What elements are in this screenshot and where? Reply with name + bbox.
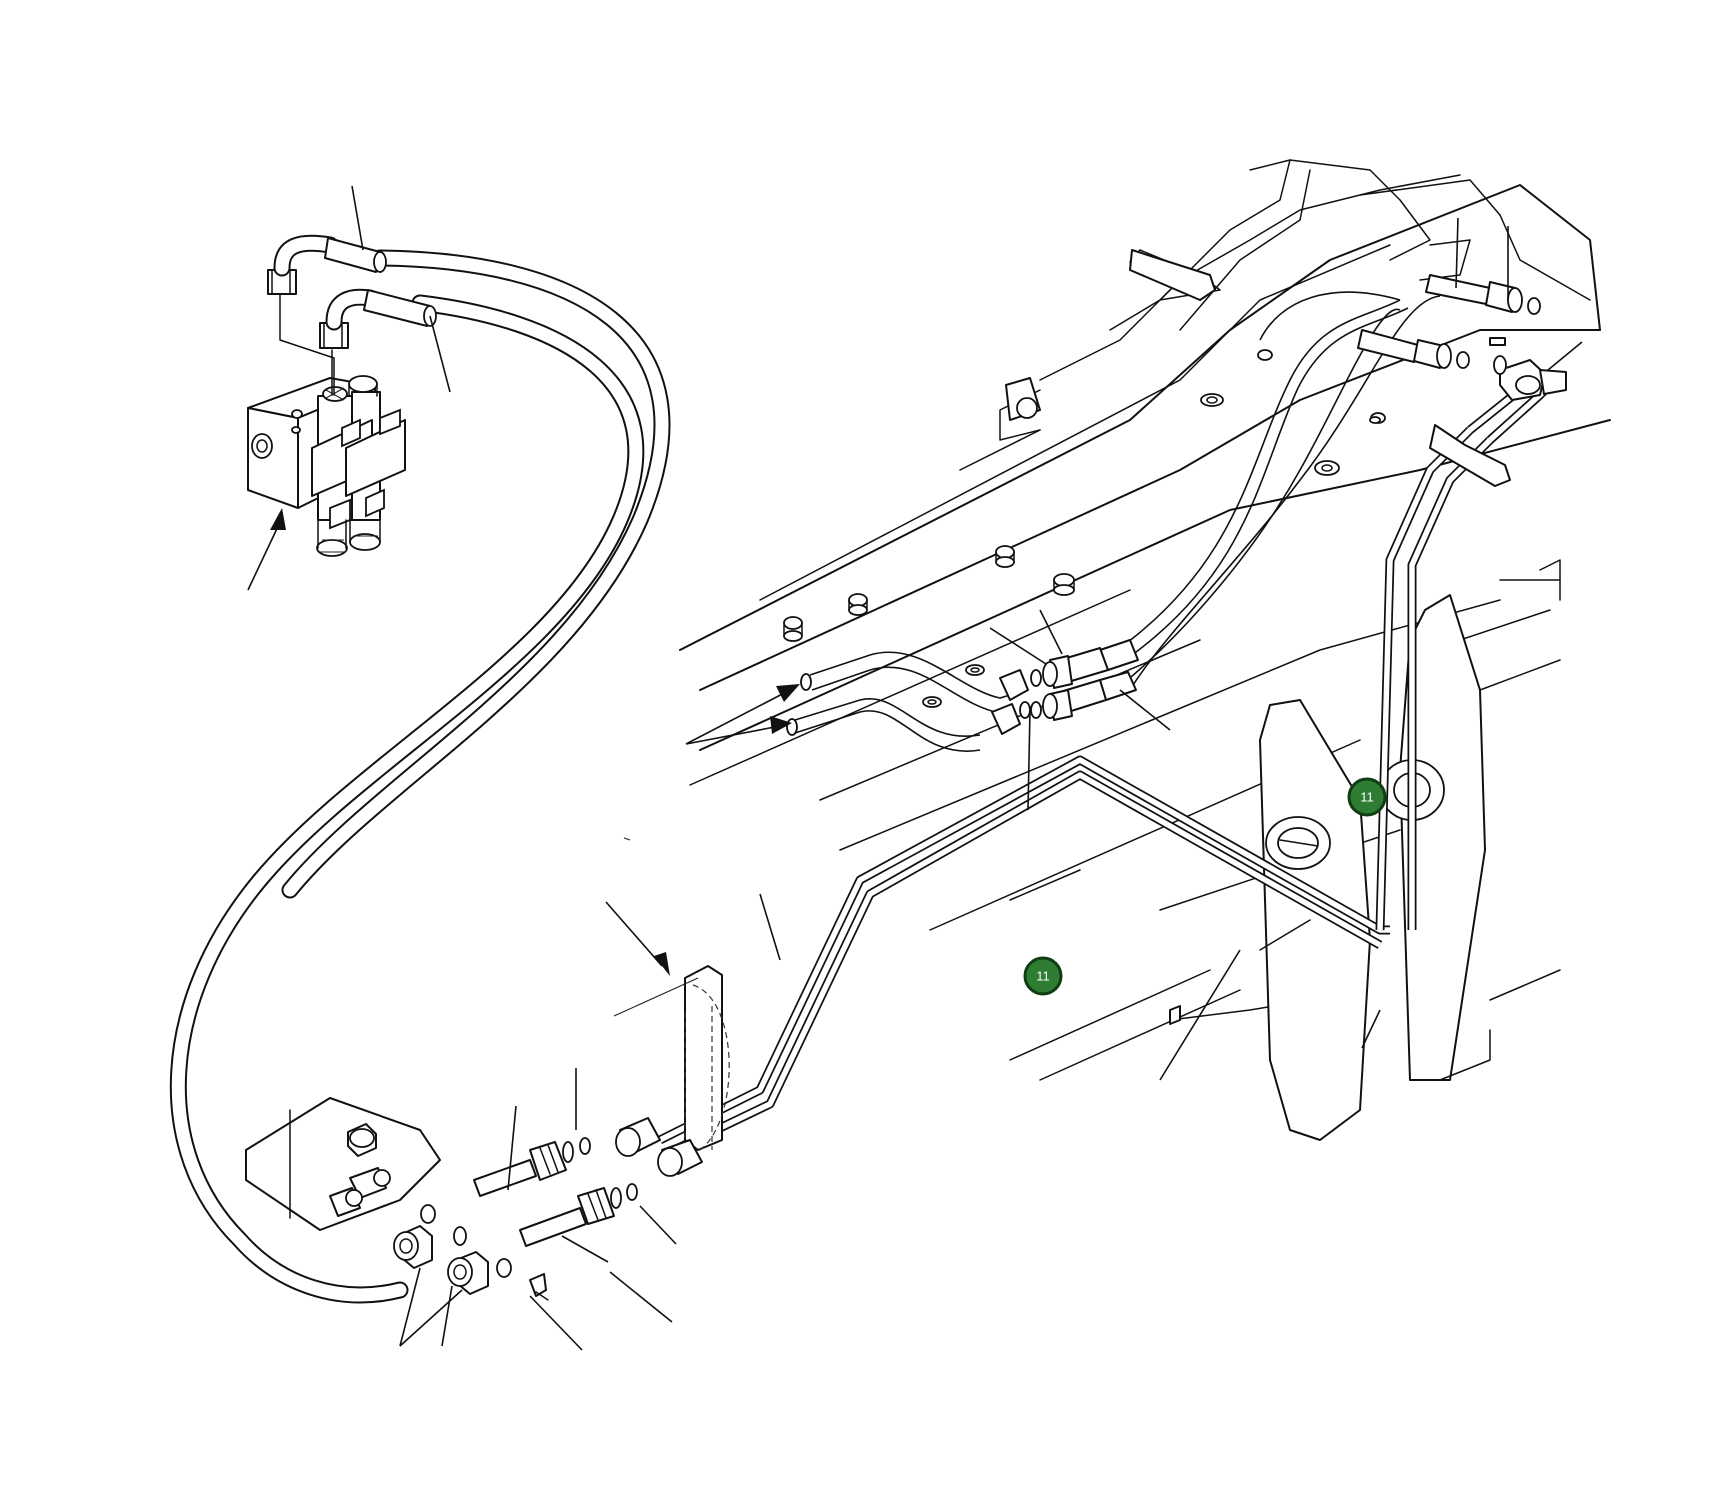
main-hydraulic-hose (169, 249, 671, 1304)
boom-stud-7 (965, 664, 985, 676)
callout-badge-upper-label: 11 (1360, 790, 1374, 805)
arrow-to-valve (247, 508, 286, 591)
arrow-to-port-upper (685, 684, 800, 745)
boom-stud-10 (1257, 349, 1273, 361)
boom-stud-5 (848, 593, 868, 616)
callout-badge-lower-label: 11 (1036, 969, 1050, 984)
control-valve-assembly (247, 234, 437, 557)
boom-stud-6 (783, 616, 803, 642)
pointer-arrows (247, 508, 800, 976)
boom-stud-11 (1369, 416, 1381, 424)
boom-stud-8 (922, 696, 942, 708)
machine-frame (679, 159, 1611, 1141)
callout-badge-lower[interactable]: 11 (1023, 956, 1063, 996)
center-fittings (991, 639, 1139, 735)
thin-return-hoses (786, 291, 1441, 752)
arrow-to-port-lower (685, 716, 792, 745)
boom-stud-3 (995, 545, 1015, 568)
upper-right-fittings (1357, 274, 1567, 401)
leader-lines (351, 185, 1583, 1351)
boom-stud-2 (1314, 460, 1340, 476)
callout-badge-upper[interactable]: 11 (1347, 777, 1387, 817)
boom-stud-1 (1200, 393, 1224, 407)
boom-stud-4 (1053, 573, 1075, 596)
bottom-left-fittings (245, 1097, 703, 1301)
arrow-to-bracket (605, 901, 670, 976)
